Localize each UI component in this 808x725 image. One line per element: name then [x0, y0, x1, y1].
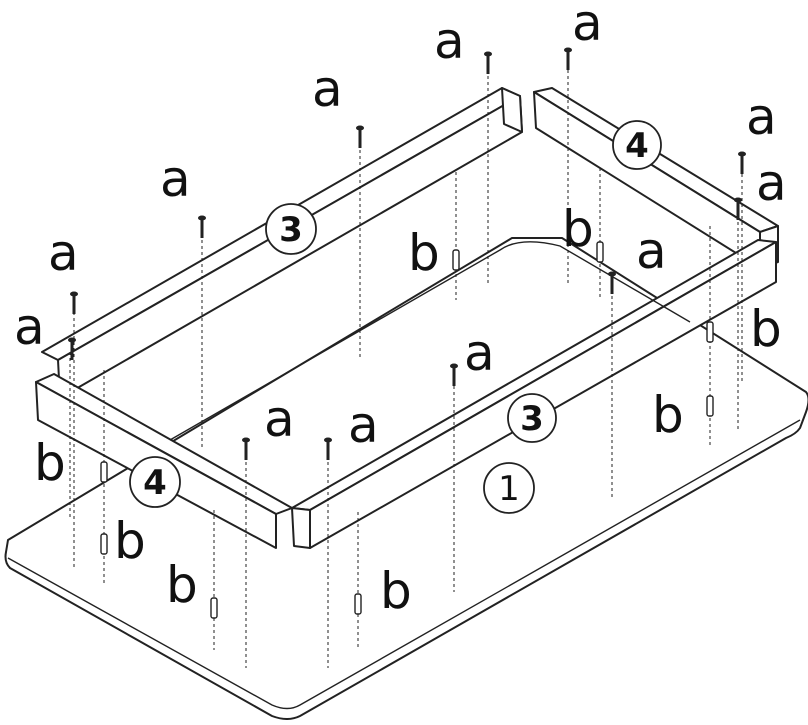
dowel-label: b: [408, 224, 440, 282]
dowel-icon: [707, 322, 713, 342]
dowel-icon: [101, 462, 107, 482]
dowel-label: b: [166, 556, 198, 614]
dowel-label: b: [34, 434, 66, 492]
dowel-label: b: [114, 512, 146, 570]
dowel-icon: [453, 250, 459, 270]
screw-icon: [738, 152, 746, 175]
screw-label: a: [434, 12, 465, 70]
dowel-label: b: [652, 386, 684, 444]
screw-icon: [356, 126, 364, 149]
part-number-label: 4: [625, 126, 649, 166]
screw-label: a: [264, 390, 295, 448]
screw-icon: [198, 216, 206, 239]
screw-label: a: [14, 298, 45, 356]
part-callout-4-left: 4: [130, 457, 180, 507]
dowel-label: b: [380, 562, 412, 620]
screw-label: a: [464, 324, 495, 382]
part-number-label: 4: [143, 463, 167, 503]
screw-label: a: [48, 224, 79, 282]
part-callout-4-right: 4: [613, 121, 661, 169]
screw-label: a: [572, 0, 603, 52]
part-callout-3-front: 3: [508, 394, 556, 442]
screw-label: a: [312, 60, 343, 118]
part-number-label: 3: [520, 399, 544, 439]
screw-label: a: [756, 154, 787, 212]
screw-label: a: [348, 396, 379, 454]
dowel-icon: [101, 534, 107, 554]
dowel-icon: [355, 594, 361, 614]
screw-icon: [564, 48, 572, 71]
screw-icon: [484, 52, 492, 75]
part-callout-3-back: 3: [266, 204, 316, 254]
dowel-label: b: [562, 200, 594, 258]
part-callout-1: 1: [484, 463, 534, 513]
dowel-icon: [707, 396, 713, 416]
screw-label: a: [636, 222, 667, 280]
dowel-label: b: [750, 300, 782, 358]
screw-icon: [70, 292, 78, 315]
dowel-icon: [597, 242, 603, 262]
screw-label: a: [746, 88, 777, 146]
screw-label: a: [160, 150, 191, 208]
part-number-label: 3: [279, 210, 303, 250]
dowel-icon: [211, 598, 217, 618]
part-number-label: 1: [498, 469, 520, 509]
